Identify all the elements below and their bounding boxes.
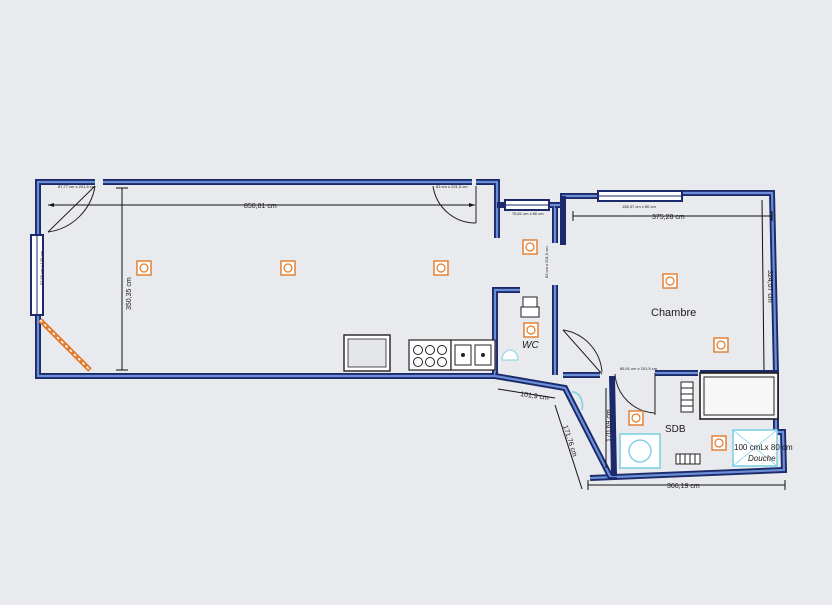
main-room-walls [35, 179, 558, 379]
door-wc-label: 83 cm x 201,5 cm [544, 246, 549, 278]
ceiling-light-icon [713, 337, 729, 353]
dim-chambre-height [761, 199, 765, 371]
dim-chambre-height-label: 324,07 cm [766, 270, 773, 303]
ceiling-light-icon [523, 322, 539, 338]
sink-icon [450, 339, 496, 371]
ceiling-light-icon [280, 260, 296, 276]
window-top-label: 76,61 cm x 80 cm [512, 211, 544, 216]
ceiling-light-icon [628, 410, 644, 426]
dim-sdb-width [587, 480, 786, 490]
door-mid [432, 185, 477, 224]
ceiling-light-icon [433, 260, 449, 276]
ceiling-light-icon [136, 260, 152, 276]
ceiling-light-icon [711, 435, 727, 451]
ceiling-lights [136, 239, 729, 451]
dim-corridor-a [497, 388, 556, 399]
chambre-radiator-icon [680, 381, 694, 413]
dim-corridor-a-label: 101,9 cm [520, 391, 550, 402]
dim-main-height-label: 350,35 cm [126, 277, 133, 310]
kitchen-cabinet [343, 334, 391, 372]
toilet-icon [520, 296, 540, 318]
dim-sdb-width-label: 366,19 cm [667, 483, 700, 490]
window-chambre-label: 158,37 cm x 80 cm [622, 204, 656, 209]
room-label-sdb: SDB [665, 424, 686, 435]
sdb-basin-icon [571, 391, 584, 411]
sdb-tub-icon [619, 433, 661, 469]
bed-icon [699, 372, 779, 420]
door-sdb-label: 85,91 cm x 201,5 cm [620, 366, 658, 371]
window-left [30, 234, 44, 316]
dim-corridor-b [554, 404, 583, 490]
wc-basin-icon [501, 349, 519, 361]
cooktop-icon [408, 339, 452, 371]
room-label-douche: Douche [748, 454, 776, 463]
dim-main-height [116, 187, 128, 371]
diagonal-radiator-icon [38, 318, 92, 372]
shower-icon [732, 429, 778, 467]
radiator-icon [675, 453, 701, 465]
room-label-chambre: Chambre [651, 307, 696, 319]
door-left-label: 87,77 cm x 201,5 cm [58, 184, 96, 189]
door-left [47, 185, 96, 233]
window-top [504, 199, 550, 211]
ceiling-light-icon [522, 239, 538, 255]
door-mid-label: 83 cm x 201,5 cm [436, 184, 468, 189]
chambre-walls [555, 190, 788, 481]
shower-size-label: 100 cmLx 80 cm [734, 443, 793, 452]
ceiling-light-icon [662, 273, 678, 289]
window-left-label: 97,95 cm x 135 cm [39, 251, 44, 285]
dim-main-length-label: 850,81 cm [244, 203, 277, 210]
dim-chambre-width [572, 211, 773, 221]
dim-main-length [48, 203, 475, 207]
dim-chambre-width-label: 375,28 cm [652, 214, 685, 221]
door-wc [562, 329, 603, 375]
dim-corridor-b-label: 171,76 cm [561, 424, 578, 457]
window-chambre [597, 190, 683, 202]
room-label-wc: WC [522, 340, 539, 351]
door-sdb [614, 373, 656, 415]
dim-sdb-height-label: 170,69 cm [606, 409, 613, 442]
